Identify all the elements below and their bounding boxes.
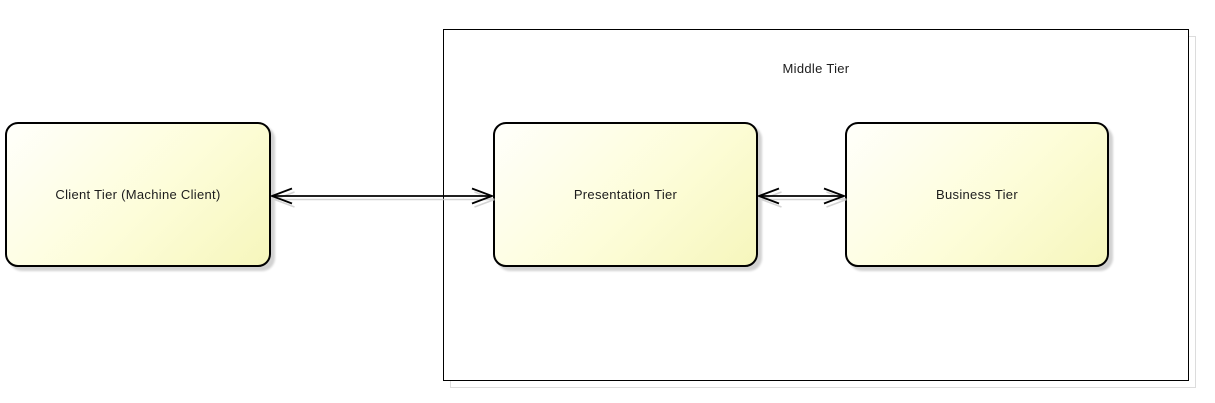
middle-tier-label: Middle Tier — [782, 61, 850, 76]
node-business-tier-label: Business Tier — [936, 187, 1018, 202]
node-client-tier: Client Tier (Machine Client) — [5, 122, 271, 267]
node-presentation-tier-label: Presentation Tier — [573, 187, 678, 202]
node-client-tier-label: Client Tier (Machine Client) — [55, 187, 221, 202]
node-presentation-tier: Presentation Tier — [493, 122, 758, 267]
node-business-tier: Business Tier — [845, 122, 1109, 267]
